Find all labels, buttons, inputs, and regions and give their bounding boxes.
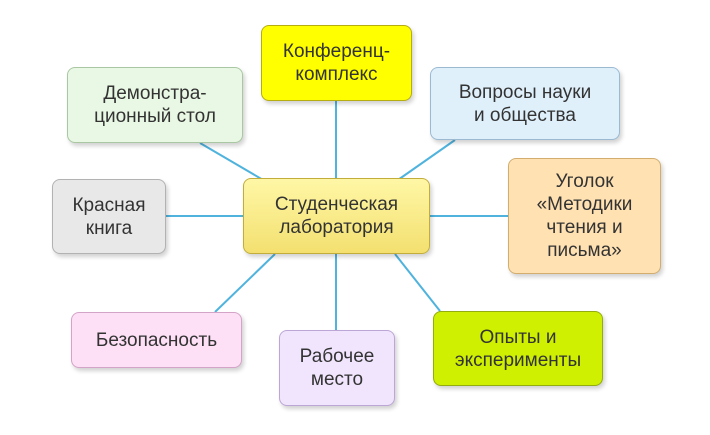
node-science-society: Вопросы науки и общества bbox=[430, 67, 620, 140]
connector-vopr bbox=[394, 139, 456, 183]
node-safety: Безопасность bbox=[71, 312, 242, 368]
center-node-student-lab: Студенческая лаборатория bbox=[243, 178, 430, 254]
connector-opyt bbox=[394, 253, 441, 312]
node-demo-table: Демонстра- ционный стол bbox=[67, 67, 243, 143]
node-reading-writing-corner: Уголок «Методики чтения и письма» bbox=[508, 158, 661, 274]
connector-demo bbox=[199, 142, 271, 185]
connector-bezo bbox=[214, 253, 276, 313]
node-conference-complex: Конференц- комплекс bbox=[261, 25, 412, 101]
node-experiments: Опыты и эксперименты bbox=[433, 311, 603, 386]
node-red-book: Красная книга bbox=[52, 179, 166, 254]
node-workplace: Рабочее место bbox=[279, 330, 395, 406]
